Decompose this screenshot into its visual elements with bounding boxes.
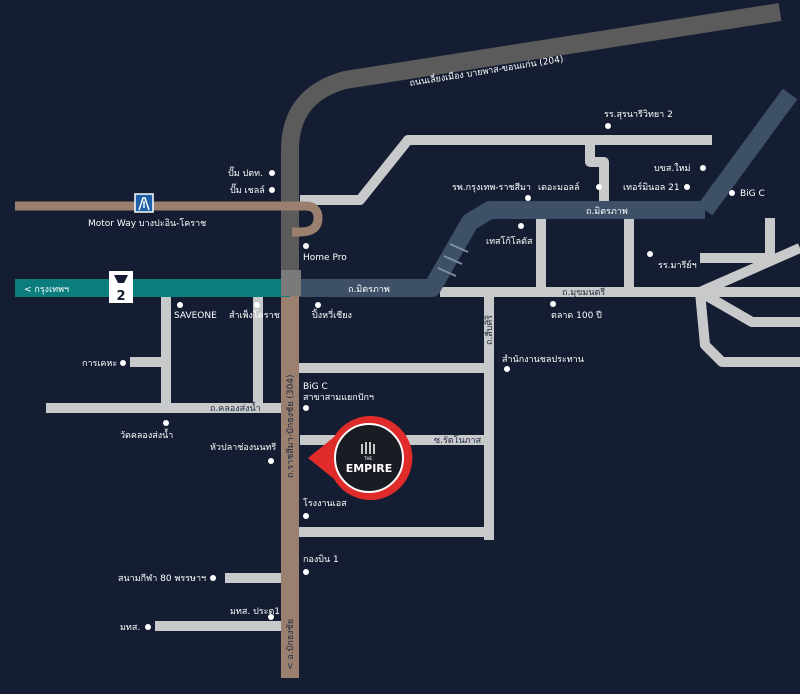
sam-phueng-label: สำเพ็งโคราช — [229, 308, 280, 321]
mittraphap-road — [290, 88, 798, 297]
road-east-fan-3 — [695, 291, 800, 367]
talad100-label: ตลาด 100 ปี — [551, 310, 602, 321]
sinthorn-label: ถ.สืบศิริ — [484, 315, 495, 345]
mittraphap-left-label: ถ.มิตรภาพ — [348, 284, 390, 295]
marie-label: รร.มารีย์ฯ — [658, 259, 697, 271]
svg-text:2: 2 — [116, 289, 125, 304]
route2-road — [15, 279, 290, 297]
ptt-label: ปั๊ม ปตท. — [228, 166, 263, 179]
mittraphap-right-label: ถ.มิตรภาพ — [586, 206, 628, 217]
shell-label: ปั๊ม เชลล์ — [230, 183, 265, 196]
bigc-sam-yaek-label-2: สาขาสามแยกปักฯ — [303, 393, 374, 403]
route-shield-icon: 2 — [109, 271, 133, 304]
kan-kheha-label: การเคหะ — [82, 359, 117, 369]
pak-thong-chai-label: < อ.ปักธงชัย — [286, 619, 296, 670]
mukmontri-label: ถ.มุขมนตรี — [562, 287, 605, 298]
mittraphap-west — [290, 201, 705, 297]
mittraphap-northeast — [697, 88, 798, 216]
motorway-road — [15, 201, 323, 237]
ping-huai-label: ปิ้งหวี่เชียง — [312, 308, 352, 321]
wat-khlong-label: วัดคลองส่งน้ำ — [120, 428, 173, 441]
empire-logo-word: EMPIRE — [346, 462, 393, 475]
to-bangkok-label: < กรุงเทพฯ — [24, 285, 69, 295]
places: รร.สุรนารีวิทยา 2 ปั๊ม ปตท. ปั๊ม เชลล์ ร… — [82, 109, 765, 633]
road-east-fan-1 — [697, 243, 800, 297]
ratchanakas-label: ซ.รัตโนภาส — [434, 435, 482, 446]
bypass-highway — [281, 3, 782, 288]
road-east-fan-2 — [697, 287, 800, 327]
bor-kor-sor-label: บขส.ใหม่ — [654, 163, 691, 174]
ratchasima-road-label: ถ.ราชสีมา-ปักธงชัย (304) — [285, 374, 296, 478]
road-school-branch — [585, 140, 609, 205]
interchange-ramp — [437, 243, 469, 277]
stadium-label: สนามกีฬา 80 พรรษาฯ — [118, 573, 206, 584]
saveone-label: SAVEONE — [174, 311, 217, 321]
terminal21-label: เทอร์มินอล 21 — [623, 181, 680, 193]
bigc-right-label: BiG C — [740, 189, 765, 199]
hua-pla-label: หัวปลาช่องนนทรี — [210, 442, 276, 453]
junction-square — [281, 270, 301, 296]
rongngan-label: โรงงานเอส — [303, 498, 347, 509]
bangkok-hospital-label: รพ.กรุงเทพ-ราชสีมา — [452, 182, 531, 193]
suranari-school-label: รร.สุรนารีวิทยา 2 — [604, 109, 673, 120]
empire-logo-mark — [361, 442, 375, 454]
home-pro-label: Home Pro — [303, 253, 347, 263]
kong-bin-label: กองบิน 1 — [303, 554, 339, 565]
mtso-label: มทส. — [120, 623, 140, 633]
tesco-label: เทสโก้โลตัส — [486, 236, 533, 247]
bigc-sam-yaek-label-1: BiG C — [303, 382, 328, 392]
road-upper-loop — [300, 135, 712, 205]
irrigation-label: สำนักงานชลประทาน — [502, 354, 584, 365]
empire-logo-small: THE — [363, 456, 372, 461]
the-mall-label: เดอะมอลล์ — [538, 181, 580, 193]
motorway-label: Motor Way บางปะอิน-โคราช — [88, 218, 206, 229]
khlong-song-nam-label: ถ.คลองส่งน้ำ — [210, 401, 261, 414]
motorway-icon — [134, 193, 154, 213]
mtso-gate1-label: มทส. ประตู1 — [230, 607, 280, 617]
project-pin-icon: THE EMPIRE — [308, 416, 413, 501]
